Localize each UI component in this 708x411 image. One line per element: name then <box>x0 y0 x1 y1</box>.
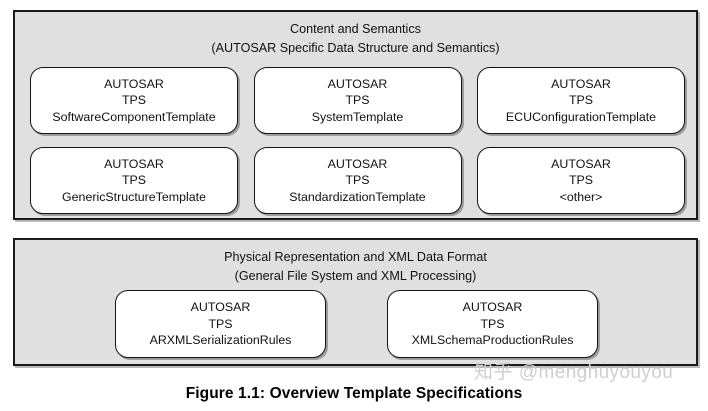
spec-box-line3: GenericStructureTemplate <box>62 189 206 204</box>
section-content-header: Content and Semantics (AUTOSAR Specific … <box>15 20 696 58</box>
spec-box-system-template[interactable]: AUTOSAR TPS SystemTemplate <box>253 67 462 134</box>
section-content-and-semantics: Content and Semantics (AUTOSAR Specific … <box>13 10 698 220</box>
spec-box-line1: AUTOSAR <box>104 76 164 91</box>
section-physical-header: Physical Representation and XML Data For… <box>15 248 696 286</box>
spec-box-line1: AUTOSAR <box>104 156 164 171</box>
spec-box-line1: AUTOSAR <box>462 300 523 315</box>
spec-box-other[interactable]: AUTOSAR TPS <other> <box>477 147 685 214</box>
spec-box-line3: ARXMLSerializationRules <box>149 333 292 348</box>
spec-box-line2: TPS <box>121 93 147 108</box>
spec-box-line1: AUTOSAR <box>551 156 611 171</box>
spec-row-3: AUTOSAR TPS ARXMLSerializationRules AUTO… <box>115 290 598 358</box>
spec-box-line3: StandardizationTemplate <box>289 189 426 204</box>
spec-box-line2: TPS <box>568 173 594 188</box>
section-physical-title: Physical Representation and XML Data For… <box>224 250 487 264</box>
spec-box-line3: SystemTemplate <box>311 109 404 124</box>
spec-box-arxml-serialization-rules[interactable]: AUTOSAR TPS ARXMLSerializationRules <box>115 290 326 358</box>
spec-box-line2: TPS <box>480 316 505 331</box>
figure-caption: Figure 1.1: Overview Template Specificat… <box>185 385 523 402</box>
spec-box-line3: SoftwareComponentTemplate <box>52 109 216 124</box>
spec-box-line3: <other> <box>559 189 603 204</box>
spec-box-line1: AUTOSAR <box>190 300 251 315</box>
spec-row-2: AUTOSAR TPS GenericStructureTemplate AUT… <box>30 147 685 214</box>
spec-box-xml-schema-production-rules[interactable]: AUTOSAR TPS XMLSchemaProductionRules <box>387 290 598 358</box>
spec-box-line3: ECUConfigurationTemplate <box>505 109 657 124</box>
spec-box-line1: AUTOSAR <box>551 76 611 91</box>
section-physical-subtitle: (General File System and XML Processing) <box>234 269 477 283</box>
spec-box-ecu-configuration-template[interactable]: AUTOSAR TPS ECUConfigurationTemplate <box>477 67 685 134</box>
spec-box-line2: TPS <box>121 173 147 188</box>
spec-row-1: AUTOSAR TPS SoftwareComponentTemplate AU… <box>30 67 685 134</box>
spec-box-line1: AUTOSAR <box>327 156 388 171</box>
spec-box-line2: TPS <box>345 93 370 108</box>
spec-box-line2: TPS <box>208 316 233 331</box>
spec-box-line3: XMLSchemaProductionRules <box>411 333 574 348</box>
section-content-subtitle: (AUTOSAR Specific Data Structure and Sem… <box>211 41 500 55</box>
section-physical-representation: Physical Representation and XML Data For… <box>13 238 698 366</box>
spec-box-generic-structure-template[interactable]: AUTOSAR TPS GenericStructureTemplate <box>30 147 238 214</box>
spec-box-software-component-template[interactable]: AUTOSAR TPS SoftwareComponentTemplate <box>30 67 238 134</box>
spec-box-line1: AUTOSAR <box>327 76 388 91</box>
spec-box-standardization-template[interactable]: AUTOSAR TPS StandardizationTemplate <box>253 147 462 214</box>
section-content-title: Content and Semantics <box>290 22 421 36</box>
spec-box-line2: TPS <box>568 93 594 108</box>
spec-box-line2: TPS <box>345 173 370 188</box>
